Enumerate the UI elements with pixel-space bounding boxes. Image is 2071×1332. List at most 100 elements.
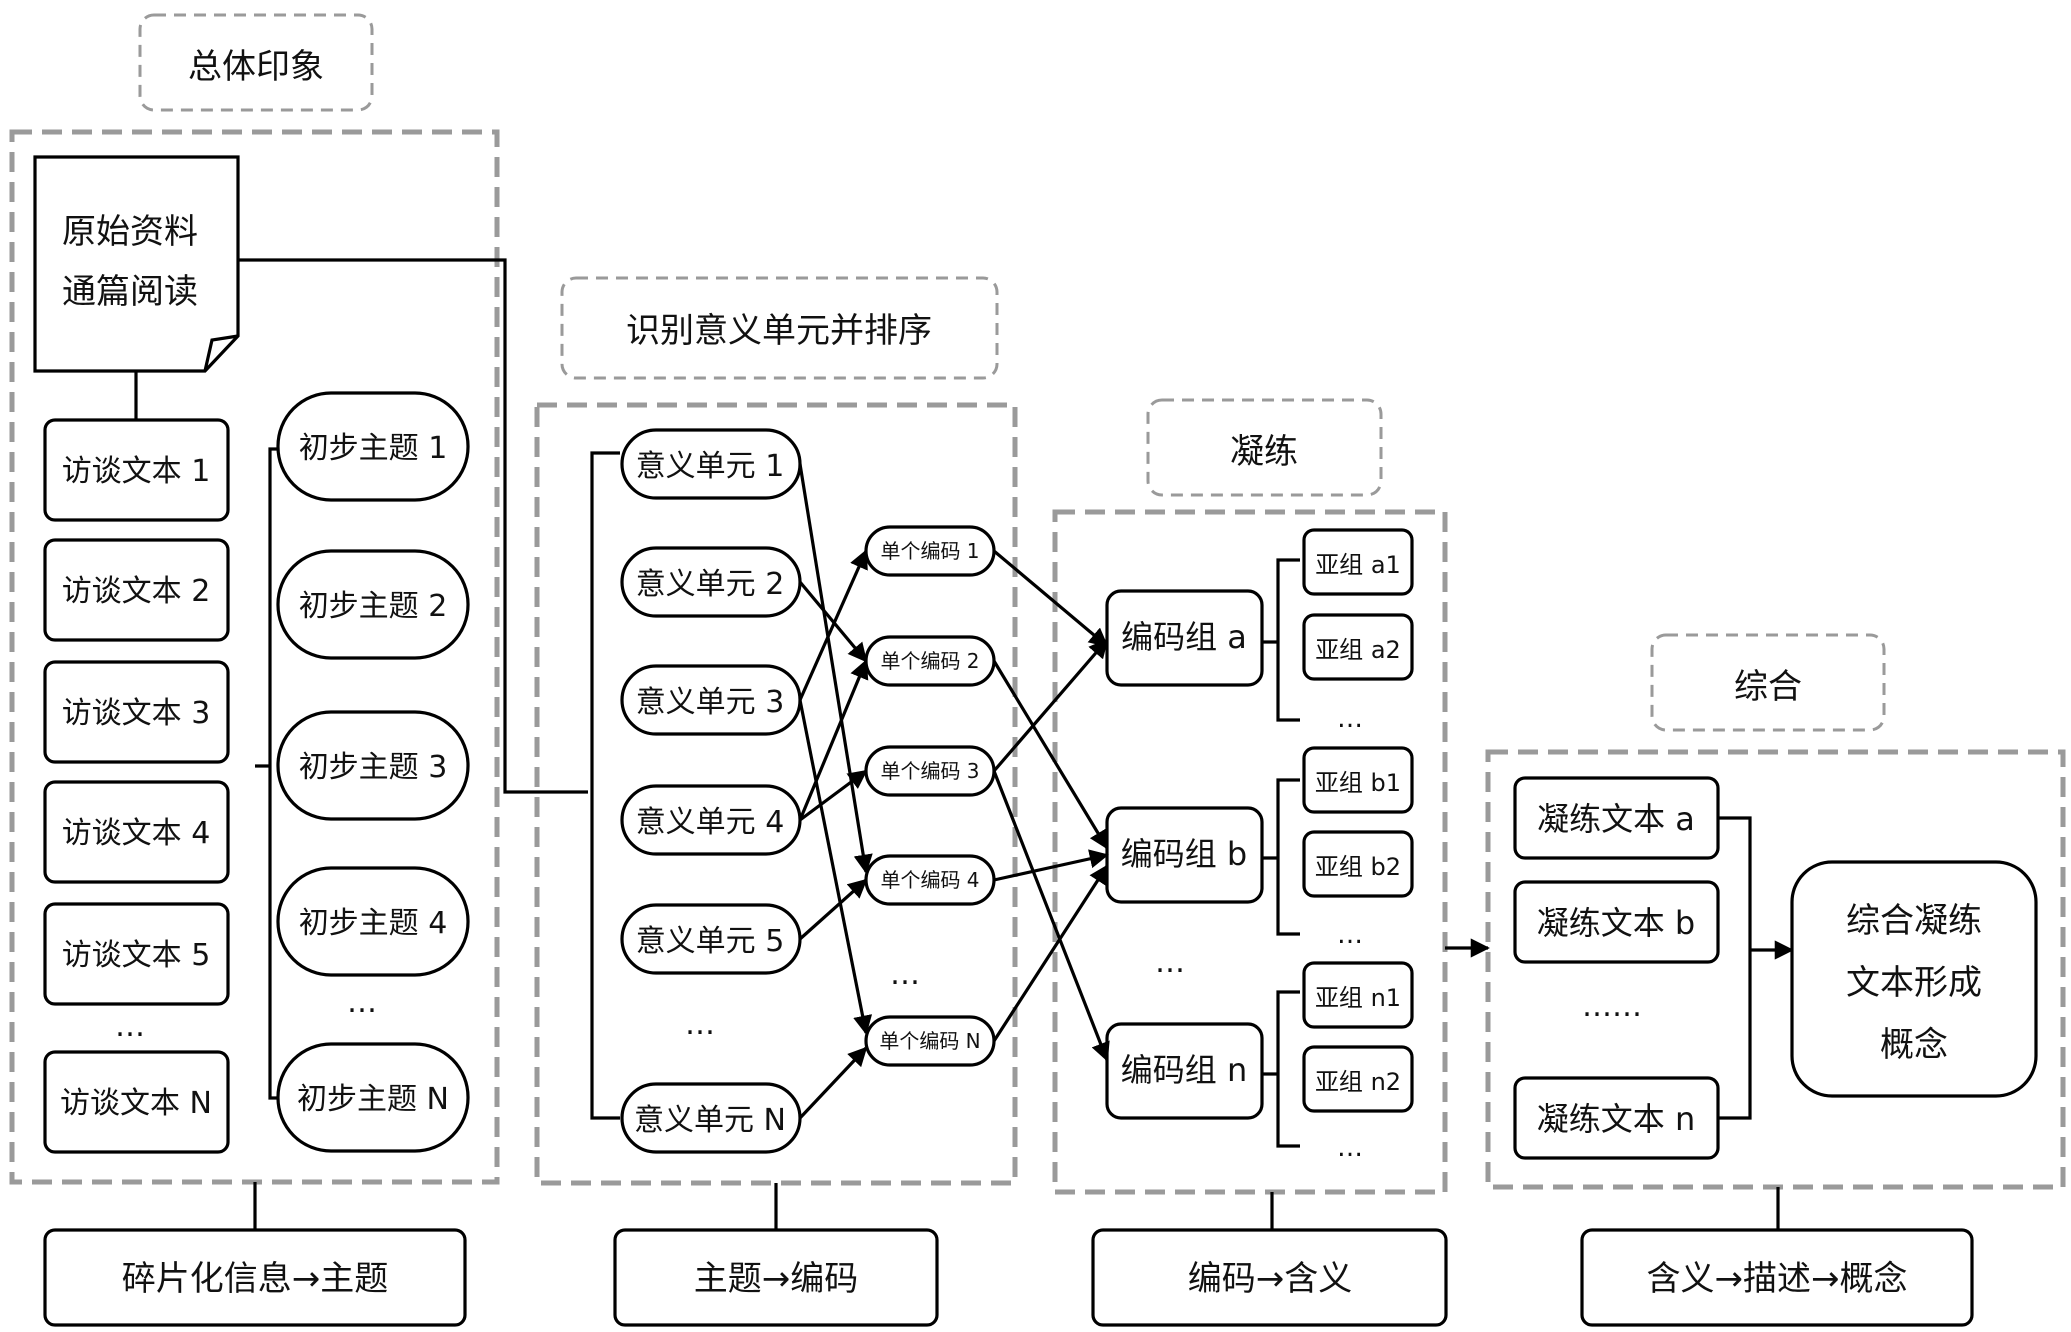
phase-label-overall: 总体印象 — [188, 47, 324, 87]
arrow-code3-to-group-a — [992, 638, 1109, 773]
raw-material-line1: 原始资料 — [62, 212, 198, 252]
condensed-text-label: 凝练文本 n — [1537, 1100, 1695, 1138]
stage-summary-list: 碎片化信息→主题 主题→编码 编码→含义 含义→描述→概念 — [43, 1182, 1974, 1327]
arrow-unit4-to-code3 — [799, 769, 868, 822]
connector-document-to-meaning-units — [238, 258, 588, 794]
stage-summary-box — [1091, 1228, 1448, 1327]
arrow-unit3-to-codeN — [798, 699, 873, 1035]
single-code-label: 单个编码 4 — [880, 868, 979, 892]
arrow-unit1-to-code4 — [798, 463, 873, 874]
single-code-list: 单个编码 1 单个编码 2 单个编码 3 单个编码 4 … 单个编码 N — [864, 525, 996, 1067]
code-group-label: 编码组 b — [1121, 835, 1248, 873]
stage-summary-label: 主题→编码 — [694, 1259, 859, 1299]
synthesis-result-line3: 概念 — [1880, 1025, 1948, 1065]
bracket-subgroups-b — [1262, 778, 1300, 936]
interview-text-label: 访谈文本 3 — [62, 696, 211, 731]
subgroup-box — [1302, 613, 1414, 681]
theme-label: 初步主题 N — [297, 1082, 449, 1117]
bracket-subgroups-n — [1262, 990, 1300, 1148]
interview-text-box — [43, 660, 230, 764]
subgroup-ellipsis: … — [1337, 1133, 1363, 1163]
subgroup-box — [1302, 528, 1414, 596]
synthesis-result-line1: 综合凝练 — [1846, 901, 1982, 941]
interview-text-ellipsis: … — [115, 1009, 145, 1044]
interview-text-label: 访谈文本 4 — [62, 816, 211, 851]
meaning-unit-list: 意义单元 1 意义单元 2 意义单元 3 意义单元 4 意义单元 5 … 意义单… — [620, 428, 802, 1154]
arrows-units-to-codes — [798, 463, 873, 1120]
phase-label-box-condense — [1146, 398, 1383, 497]
bracket-condensed-texts — [1718, 816, 1752, 1120]
theme-ellipsis: … — [347, 985, 377, 1020]
stage-summary-label: 碎片化信息→主题 — [122, 1259, 389, 1299]
stage-summary-box — [1580, 1228, 1974, 1327]
panel-condense — [1052, 509, 1448, 1195]
subgroup-label: 亚组 n1 — [1315, 984, 1401, 1012]
subgroup-label: 亚组 b2 — [1315, 853, 1401, 881]
arrows-codes-to-groups — [992, 549, 1110, 1062]
subgroup-box — [1302, 746, 1414, 814]
code-group-label: 编码组 a — [1121, 618, 1247, 656]
arrow-code2-to-group-b — [992, 660, 1109, 850]
phase-label-box-synthesis — [1650, 633, 1886, 732]
code-group-label: 编码组 n — [1121, 1051, 1247, 1089]
stage-summary-box — [43, 1228, 467, 1327]
document-fold — [203, 334, 239, 372]
theme-oval — [276, 710, 470, 821]
theme-label: 初步主题 3 — [299, 750, 448, 785]
phase-label-box-overall — [138, 13, 374, 112]
subgroup-ellipsis: … — [1337, 920, 1363, 950]
interview-text-label: 访谈文本 N — [60, 1086, 212, 1121]
theme-oval — [276, 391, 470, 502]
meaning-unit-label: 意义单元 N — [634, 1103, 786, 1138]
stage-summary-box — [613, 1228, 939, 1327]
interview-text-box — [43, 538, 230, 642]
preliminary-theme-list: 初步主题 1 初步主题 2 初步主题 3 初步主题 4 … 初步主题 N — [276, 391, 470, 1153]
single-code-label: 单个编码 3 — [880, 759, 979, 783]
synthesis-result-line2: 文本形成 — [1846, 963, 1982, 1003]
theme-oval — [276, 866, 470, 977]
arrow-unit2-to-code2 — [798, 580, 868, 663]
single-code-label: 单个编码 1 — [880, 539, 979, 563]
stage-summary-label: 含义→描述→概念 — [1647, 1259, 1908, 1299]
theme-oval — [276, 1042, 470, 1153]
subgroup-ellipsis: … — [1337, 704, 1363, 734]
arrow-codeN-to-group-b — [992, 864, 1109, 1042]
code-group-ellipsis: … — [1155, 945, 1185, 980]
interview-text-list: 访谈文本 1 访谈文本 2 访谈文本 3 访谈文本 4 访谈文本 5 … 访谈文… — [43, 418, 230, 1154]
bracket-subgroups-a — [1262, 558, 1300, 722]
condensed-text-box — [1513, 880, 1720, 964]
subgroup-label: 亚组 a1 — [1315, 551, 1401, 579]
meaning-unit-label: 意义单元 2 — [636, 567, 785, 602]
theme-label: 初步主题 4 — [299, 906, 448, 941]
condensed-text-list: 凝练文本 a 凝练文本 b …… 凝练文本 n — [1513, 776, 1720, 1160]
interview-text-label: 访谈文本 5 — [62, 938, 211, 973]
raw-material-line2: 通篇阅读 — [62, 272, 198, 312]
single-code-label: 单个编码 N — [879, 1029, 980, 1053]
meaning-unit-ellipsis: … — [685, 1007, 715, 1042]
subgroup-box — [1302, 830, 1414, 898]
phase-label-condense: 凝练 — [1230, 432, 1298, 472]
meaning-unit-label: 意义单元 5 — [636, 924, 785, 959]
interview-text-label: 访谈文本 1 — [62, 454, 211, 489]
arrow-code3-to-group-n — [992, 770, 1110, 1062]
meaning-unit-label: 意义单元 4 — [636, 805, 785, 840]
theme-oval — [276, 549, 470, 660]
code-group-list: 编码组 a 编码组 b … 编码组 n — [1105, 589, 1264, 1120]
condensed-text-ellipsis: …… — [1582, 989, 1642, 1024]
code-group-box — [1105, 1022, 1264, 1120]
phase-label-identify: 识别意义单元并排序 — [626, 311, 932, 351]
condensed-text-label: 凝练文本 b — [1537, 904, 1696, 942]
interview-text-box — [43, 1050, 230, 1154]
interview-text-box — [43, 780, 230, 884]
subgroup-label: 亚组 b1 — [1315, 769, 1401, 797]
interview-text-box — [43, 902, 230, 1006]
single-code-ellipsis: … — [890, 957, 920, 992]
subgroup-box — [1302, 1045, 1414, 1113]
arrow-unit4-to-code2 — [798, 659, 869, 821]
interview-text-label: 访谈文本 2 — [62, 574, 211, 609]
interview-text-box — [43, 418, 230, 522]
arrow-code1-to-group-a — [992, 549, 1109, 648]
phase-label-synthesis: 综合 — [1734, 667, 1802, 707]
synthesis-result-box — [1790, 860, 2038, 1098]
